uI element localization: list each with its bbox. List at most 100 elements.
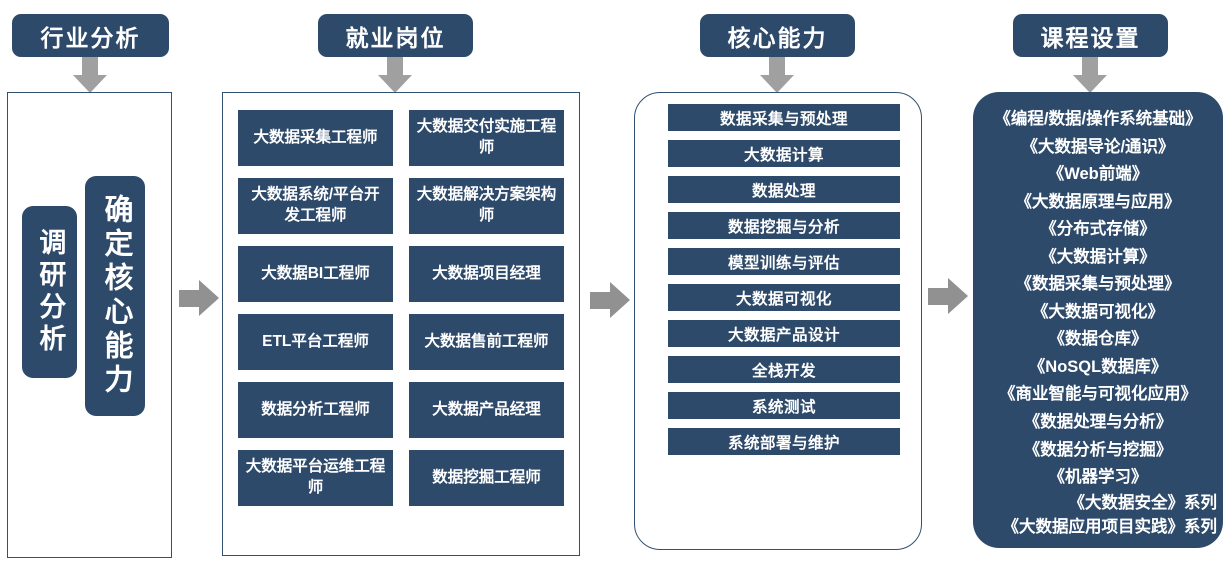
arrow-shaft bbox=[590, 292, 612, 309]
job-label: 大数据产品经理 bbox=[432, 400, 541, 418]
course-item[interactable]: 《大数据导论/通识》 bbox=[977, 134, 1219, 162]
right-arrow-icon-3 bbox=[928, 278, 968, 314]
course-list: 《编程/数据/操作系统基础》 《大数据导论/通识》 《Web前端》 《大数据原理… bbox=[973, 92, 1223, 540]
course-item[interactable]: 《大数据应用项目实践》系列 bbox=[977, 516, 1219, 540]
course-item[interactable]: 《大数据可视化》 bbox=[977, 299, 1219, 327]
header-label: 课程设置 bbox=[1040, 24, 1141, 51]
header-label: 行业分析 bbox=[40, 24, 141, 51]
chip-research-analysis[interactable]: 调研分析 bbox=[22, 206, 77, 378]
course-item[interactable]: 《大数据原理与应用》 bbox=[977, 189, 1219, 217]
course-item[interactable]: 《编程/数据/操作系统基础》 bbox=[977, 106, 1219, 134]
capability-label: 数据处理 bbox=[751, 182, 816, 200]
job-box[interactable]: 大数据售前工程师 bbox=[409, 314, 564, 370]
capability-box[interactable]: 数据处理 bbox=[668, 176, 900, 203]
job-box[interactable]: 数据挖掘工程师 bbox=[409, 450, 564, 506]
job-label: ETL平台工程师 bbox=[262, 332, 369, 350]
capability-box[interactable]: 大数据可视化 bbox=[668, 284, 900, 311]
capability-box[interactable]: 系统部署与维护 bbox=[668, 428, 900, 455]
capability-box[interactable]: 系统测试 bbox=[668, 392, 900, 419]
capability-label: 大数据可视化 bbox=[735, 290, 832, 308]
course-item[interactable]: 《数据处理与分析》 bbox=[977, 409, 1219, 437]
job-label: 大数据售前工程师 bbox=[424, 332, 549, 350]
job-label: 大数据BI工程师 bbox=[261, 264, 370, 282]
course-item[interactable]: 《商业智能与可视化应用》 bbox=[977, 381, 1219, 409]
course-item[interactable]: 《大数据安全》系列 bbox=[977, 492, 1219, 516]
course-label: 《NoSQL数据库》 bbox=[1028, 357, 1168, 376]
capability-label: 模型训练与评估 bbox=[727, 254, 840, 272]
course-item[interactable]: 《NoSQL数据库》 bbox=[977, 354, 1219, 382]
course-label: 《编程/数据/操作系统基础》 bbox=[994, 110, 1202, 128]
course-item[interactable]: 《数据分析与挖掘》 bbox=[977, 437, 1219, 465]
job-box[interactable]: 大数据产品经理 bbox=[409, 382, 564, 438]
down-arrow-icon-4 bbox=[1073, 57, 1107, 93]
course-label: 《大数据可视化》 bbox=[1032, 302, 1164, 321]
course-item[interactable]: 《大数据计算》 bbox=[977, 244, 1219, 272]
header-industry-analysis[interactable]: 行业分析 bbox=[12, 14, 169, 57]
header-label: 就业岗位 bbox=[345, 24, 446, 51]
job-label: 大数据解决方案架构师 bbox=[416, 186, 557, 224]
right-arrow-icon-2 bbox=[590, 282, 630, 318]
chip-determine-core-capability[interactable]: 确定核心能力 bbox=[85, 176, 145, 416]
arrow-head bbox=[199, 280, 219, 316]
arrow-shaft bbox=[928, 288, 950, 305]
capability-box[interactable]: 全栈开发 bbox=[668, 356, 900, 383]
chip-label: 调研分析 bbox=[35, 228, 66, 356]
capability-box[interactable]: 大数据计算 bbox=[668, 140, 900, 167]
capability-box[interactable]: 大数据产品设计 bbox=[668, 320, 900, 347]
course-item[interactable]: 《数据采集与预处理》 bbox=[977, 271, 1219, 299]
arrow-head bbox=[760, 75, 794, 93]
course-label: 《大数据应用项目实践》系列 bbox=[1002, 517, 1218, 536]
job-box[interactable]: 大数据采集工程师 bbox=[238, 110, 393, 166]
capability-label: 大数据产品设计 bbox=[727, 326, 840, 344]
job-box[interactable]: 大数据项目经理 bbox=[409, 246, 564, 302]
arrow-shaft bbox=[769, 57, 785, 77]
course-label: 《数据分析与挖掘》 bbox=[1023, 440, 1173, 459]
arrow-shaft bbox=[82, 57, 98, 77]
header-employment-positions[interactable]: 就业岗位 bbox=[318, 14, 473, 57]
job-box[interactable]: 大数据解决方案架构师 bbox=[409, 178, 564, 234]
course-label: 《大数据计算》 bbox=[1040, 247, 1156, 266]
job-label: 大数据平台运维工程师 bbox=[245, 458, 386, 496]
course-setup-panel bbox=[973, 92, 1223, 548]
capability-box[interactable]: 数据挖掘与分析 bbox=[668, 212, 900, 239]
course-item[interactable]: 《数据仓库》 bbox=[977, 326, 1219, 354]
job-label: 数据分析工程师 bbox=[261, 400, 370, 418]
right-arrow-icon-1 bbox=[179, 280, 219, 316]
course-item[interactable]: 《分布式存储》 bbox=[977, 216, 1219, 244]
arrow-head bbox=[1073, 75, 1107, 93]
capability-label: 系统测试 bbox=[751, 398, 816, 416]
course-label: 《数据采集与预处理》 bbox=[1015, 275, 1181, 294]
capability-box[interactable]: 数据采集与预处理 bbox=[668, 104, 900, 131]
header-core-capabilities[interactable]: 核心能力 bbox=[700, 14, 855, 57]
arrow-shaft bbox=[387, 57, 403, 77]
job-box[interactable]: 大数据平台运维工程师 bbox=[238, 450, 393, 506]
capability-box[interactable]: 模型训练与评估 bbox=[668, 248, 900, 275]
course-item[interactable]: 《Web前端》 bbox=[977, 161, 1219, 189]
course-label: 《大数据导论/通识》 bbox=[1021, 137, 1175, 156]
job-label: 数据挖掘工程师 bbox=[432, 468, 541, 486]
job-box[interactable]: ETL平台工程师 bbox=[238, 314, 393, 370]
header-label: 核心能力 bbox=[727, 24, 828, 51]
course-label: 《Web前端》 bbox=[1047, 165, 1149, 184]
course-label: 《大数据安全》系列 bbox=[1068, 493, 1218, 512]
course-label: 《数据处理与分析》 bbox=[1023, 413, 1173, 432]
down-arrow-icon-2 bbox=[378, 57, 412, 93]
capability-label: 全栈开发 bbox=[751, 362, 816, 380]
job-box[interactable]: 大数据BI工程师 bbox=[238, 246, 393, 302]
job-box[interactable]: 数据分析工程师 bbox=[238, 382, 393, 438]
course-label: 《机器学习》 bbox=[1048, 468, 1148, 487]
chip-label: 确定核心能力 bbox=[99, 194, 132, 398]
job-box[interactable]: 大数据交付实施工程师 bbox=[409, 110, 564, 166]
capability-label: 数据采集与预处理 bbox=[719, 110, 848, 128]
course-label: 《数据仓库》 bbox=[1048, 330, 1148, 349]
header-course-setup[interactable]: 课程设置 bbox=[1013, 14, 1168, 57]
job-label: 大数据采集工程师 bbox=[253, 128, 378, 146]
capability-label: 数据挖掘与分析 bbox=[727, 218, 840, 236]
course-item[interactable]: 《机器学习》 bbox=[977, 464, 1219, 492]
capability-label: 大数据计算 bbox=[743, 146, 824, 164]
job-label: 大数据项目经理 bbox=[432, 264, 541, 282]
down-arrow-icon-3 bbox=[760, 57, 794, 93]
job-box[interactable]: 大数据系统/平台开发工程师 bbox=[238, 178, 393, 234]
arrow-head bbox=[610, 282, 630, 318]
